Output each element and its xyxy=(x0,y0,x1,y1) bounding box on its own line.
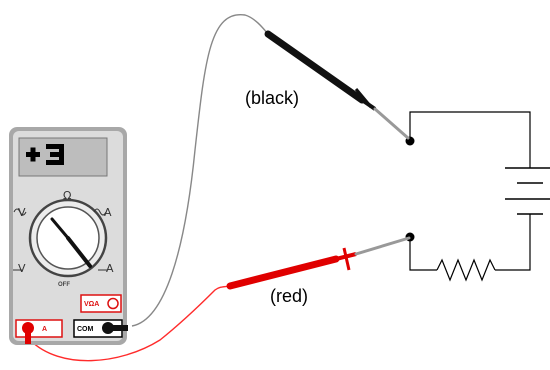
jack-com-label: COM xyxy=(77,326,94,333)
resistor-icon xyxy=(436,258,496,282)
bottom-wire xyxy=(409,237,437,271)
right-wire xyxy=(495,214,531,271)
black-probe xyxy=(264,30,410,140)
red-probe-label: (red) xyxy=(270,286,308,306)
red-probe xyxy=(226,236,411,290)
black-lead-wire xyxy=(131,14,269,327)
top-wire xyxy=(409,111,531,168)
jack-a-label: A xyxy=(42,326,47,333)
black-probe-label: (black) xyxy=(245,88,299,108)
selector-pointer xyxy=(66,236,92,268)
red-plug xyxy=(22,322,34,344)
jack-va[interactable]: VΩA xyxy=(80,294,122,313)
dial-right-top-symbol: A xyxy=(104,206,112,219)
red-lead-wire xyxy=(29,285,231,362)
circuit xyxy=(405,111,550,282)
ac-wave-left-icon xyxy=(13,208,27,216)
dial-right-bottom-symbol: A xyxy=(106,262,114,275)
ohm-symbol: Ω xyxy=(63,189,71,202)
off-label: OFF xyxy=(58,282,70,288)
dial-left-bottom-symbol: V xyxy=(18,262,26,275)
jack-va-label: VΩA xyxy=(84,301,99,308)
jack-va-socket xyxy=(107,297,119,310)
ac-wave-right-icon xyxy=(93,208,107,216)
display-digits xyxy=(26,144,64,165)
dial-left-top-symbol: V xyxy=(18,206,26,219)
black-plug xyxy=(102,322,128,334)
battery-icon xyxy=(505,167,550,215)
multimeter-icon: Ω V A V A OFF VΩA COM A xyxy=(9,127,128,345)
